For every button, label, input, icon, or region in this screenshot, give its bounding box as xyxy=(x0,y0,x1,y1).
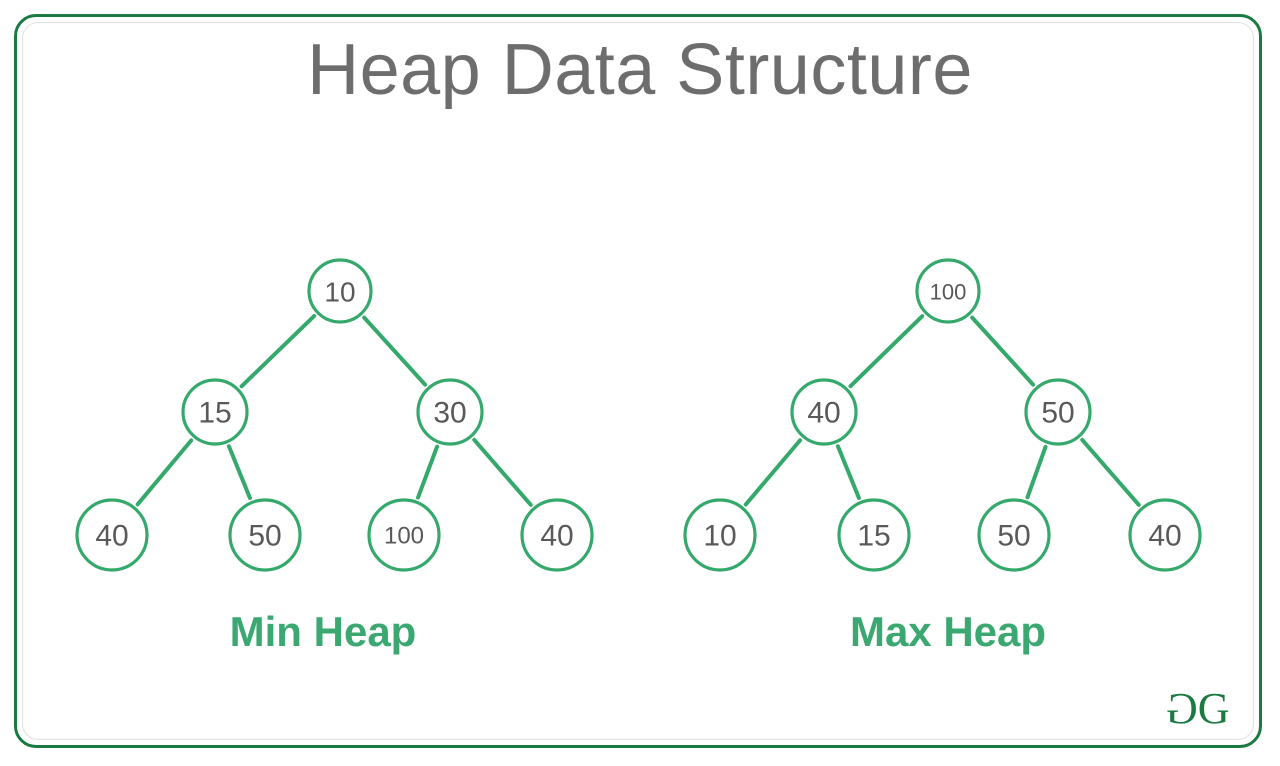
node-circle xyxy=(367,498,441,572)
logo-left-glyph: G xyxy=(1168,684,1198,733)
tree-node: 40 xyxy=(790,378,858,446)
node-circle xyxy=(915,258,981,324)
page-title: Heap Data Structure xyxy=(307,30,973,110)
tree-edge xyxy=(239,314,317,389)
tree-edge xyxy=(1080,437,1141,507)
node-circle xyxy=(307,258,373,324)
node-circle xyxy=(416,378,484,446)
tree-node: 10 xyxy=(307,258,373,324)
tree-node: 50 xyxy=(977,498,1051,572)
max-heap-caption: Max Heap xyxy=(849,608,1047,655)
tree-edge xyxy=(226,444,252,500)
node-circle xyxy=(683,498,757,572)
node-circle xyxy=(75,498,149,572)
node-circle xyxy=(977,498,1051,572)
tree-edge xyxy=(848,314,925,389)
tree-edge xyxy=(135,438,194,507)
node-circle xyxy=(181,378,249,446)
node-label: 40 xyxy=(807,397,840,430)
node-circle xyxy=(228,498,302,572)
tree-node: 40 xyxy=(1128,498,1202,572)
min-heap-tree: 10 15 30 40 50 100 40 xyxy=(75,258,594,572)
node-label: 10 xyxy=(703,520,736,553)
tree-node: 50 xyxy=(228,498,302,572)
geeksforgeeks-logo: GG xyxy=(1168,684,1248,734)
node-label: 100 xyxy=(384,523,424,550)
tree-node: 40 xyxy=(520,498,594,572)
tree-node: 15 xyxy=(181,378,249,446)
tree-edge xyxy=(472,437,533,507)
tree-edge xyxy=(362,315,428,387)
node-label: 40 xyxy=(1148,520,1181,553)
max-heap-tree: 100 40 50 10 15 50 40 xyxy=(683,258,1202,572)
node-label: 40 xyxy=(540,520,573,553)
tree-node: 15 xyxy=(837,498,911,572)
node-label: 30 xyxy=(433,397,466,430)
tree-node: 30 xyxy=(416,378,484,446)
logo-right-glyph: G xyxy=(1197,684,1230,733)
node-circle xyxy=(837,498,911,572)
node-label: 50 xyxy=(997,520,1030,553)
tree-node: 100 xyxy=(915,258,981,324)
tree-node: 100 xyxy=(367,498,441,572)
tree-edge xyxy=(743,438,803,507)
node-circle xyxy=(1128,498,1202,572)
tree-edge xyxy=(416,444,440,500)
tree-edge xyxy=(835,444,861,500)
node-circle xyxy=(1024,378,1092,446)
node-label: 100 xyxy=(930,280,967,305)
tree-node: 50 xyxy=(1024,378,1092,446)
node-label: 10 xyxy=(324,277,355,308)
node-label: 50 xyxy=(248,520,281,553)
tree-edge xyxy=(970,315,1036,387)
node-label: 15 xyxy=(857,520,890,553)
node-label: 15 xyxy=(198,397,231,430)
outer-border-frame xyxy=(14,14,1262,748)
min-heap-caption: Min Heap xyxy=(229,608,417,655)
node-circle xyxy=(520,498,594,572)
tree-node: 10 xyxy=(683,498,757,572)
tree-edge xyxy=(1025,444,1048,500)
node-circle xyxy=(790,378,858,446)
node-label: 40 xyxy=(95,520,128,553)
tree-node: 40 xyxy=(75,498,149,572)
node-label: 50 xyxy=(1041,397,1074,430)
